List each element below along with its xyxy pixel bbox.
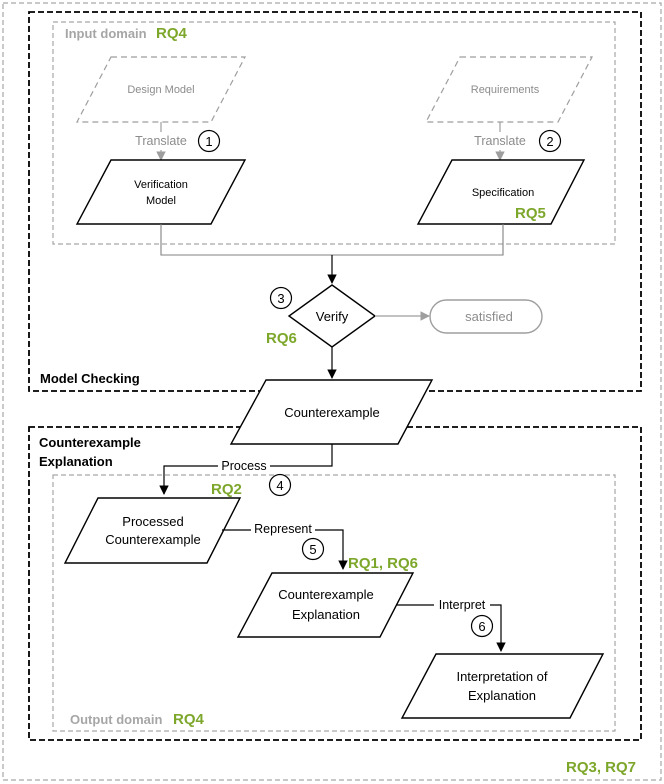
specification-to-merge (332, 224, 504, 256)
explanation-section-label-1: Counterexample (39, 435, 141, 450)
step-4-circle (268, 473, 292, 497)
explanation-section-label-2: Explanation (39, 454, 113, 469)
specification-label: Specification (472, 187, 534, 199)
process-rq: RQ2 (211, 481, 242, 498)
input-domain-box (52, 21, 616, 245)
outer-rq-label: RQ3, RQ7 (566, 759, 636, 776)
interpretation-line1: Interpretation of (456, 669, 547, 684)
processed-line1: Processed (122, 514, 183, 529)
step-1-number: 1 (205, 134, 212, 149)
step-3-circle (269, 286, 293, 310)
requirements-node (425, 56, 593, 123)
step-2-circle (538, 129, 562, 153)
specification-rq: RQ5 (515, 205, 546, 222)
interpretation-node (400, 653, 605, 719)
counterexample-node (229, 379, 434, 445)
satisfied-node (429, 299, 543, 334)
input-domain-rq: RQ4 (156, 25, 188, 42)
represent-rq: RQ1, RQ6 (348, 555, 418, 572)
processed-counterexample-node (63, 497, 242, 564)
verification-model-line1: Verification (134, 179, 188, 191)
interpret-connector (396, 604, 506, 652)
output-domain-label: Output domain (70, 712, 162, 727)
explanation-node-line1: Counterexample (278, 587, 373, 602)
output-domain-box (52, 474, 616, 732)
step-3-number: 3 (277, 291, 284, 306)
step-5-number: 5 (309, 542, 316, 557)
satisfied-label: satisfied (465, 309, 513, 324)
verify-label: Verify (316, 309, 349, 324)
explanation-node-line2: Explanation (292, 607, 360, 622)
processed-line2: Counterexample (105, 532, 200, 547)
represent-label: Represent (254, 522, 312, 536)
translate-1-label: Translate (135, 134, 187, 148)
step-6-circle (470, 614, 494, 638)
verification-to-merge (160, 224, 332, 256)
interpret-label-bg (434, 596, 490, 612)
interpretation-line2: Explanation (468, 688, 536, 703)
design-model-node (76, 56, 246, 123)
counterexample-label: Counterexample (284, 405, 379, 420)
step-1-circle (197, 129, 221, 153)
process-label: Process (221, 459, 266, 473)
represent-label-bg (251, 521, 315, 537)
step-2-number: 2 (546, 134, 553, 149)
step-6-number: 6 (478, 619, 485, 634)
step-5-circle (301, 537, 325, 561)
step-4-number: 4 (276, 478, 283, 493)
specification-node (416, 159, 586, 225)
counterexample-explanation-node (236, 572, 415, 638)
process-label-bg (218, 458, 270, 474)
interpret-label: Interpret (439, 598, 486, 612)
verify-rq: RQ6 (266, 330, 297, 347)
translate-2-label: Translate (474, 134, 526, 148)
design-model-label: Design Model (127, 84, 194, 96)
output-domain-rq: RQ4 (173, 711, 205, 728)
verification-model-line2: Model (146, 195, 176, 207)
model-checking-label: Model Checking (40, 371, 140, 386)
requirements-label: Requirements (471, 84, 540, 96)
verification-model-node (75, 159, 247, 225)
input-domain-label: Input domain (65, 26, 147, 41)
